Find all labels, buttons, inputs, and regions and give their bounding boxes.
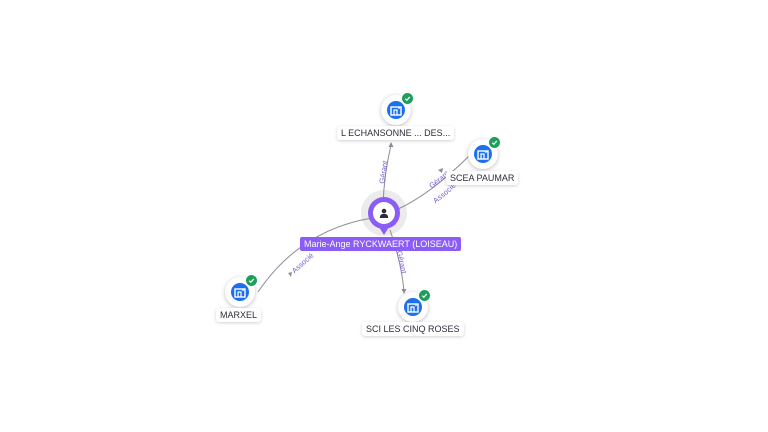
edge-label-echansonne-gerant: Gérant (377, 159, 389, 184)
company-badge[interactable] (398, 289, 431, 322)
company-name-label[interactable]: SCI LES CINQ ROSES (362, 322, 464, 336)
company-badge[interactable] (468, 136, 501, 169)
edge-label-marxel-associe: Associé (290, 251, 316, 275)
person-name-label[interactable]: Marie-Ange RYCKWAERT (LOISEAU) (300, 237, 462, 251)
arrow-scea (438, 168, 443, 173)
arrow-marxel (288, 272, 292, 277)
building-icon (234, 288, 246, 298)
company-name-label[interactable]: SCEA PAUMAR (446, 171, 519, 185)
arrow-sci (401, 289, 407, 294)
edge-person-sci (389, 229, 405, 293)
person-icon (379, 208, 389, 218)
company-badge[interactable] (225, 274, 258, 307)
edge-person-scea (395, 154, 471, 211)
building-icon (477, 150, 489, 160)
edge-label-sci-gerant: Gérant (395, 250, 409, 275)
building-icon (390, 106, 402, 116)
verified-check-icon (404, 96, 411, 102)
building-icon (407, 303, 419, 313)
arrow-echansonne (388, 142, 394, 147)
verified-check-icon (421, 293, 428, 299)
company-name-label[interactable]: L ECHANSONNE ... DES... (337, 126, 455, 140)
person-pin[interactable] (368, 197, 400, 235)
verified-check-icon (248, 278, 255, 284)
company-name-label[interactable]: MARXEL (216, 308, 262, 322)
company-badge[interactable] (381, 92, 414, 125)
verified-check-icon (491, 140, 498, 146)
edge-person-marxel (257, 217, 373, 293)
